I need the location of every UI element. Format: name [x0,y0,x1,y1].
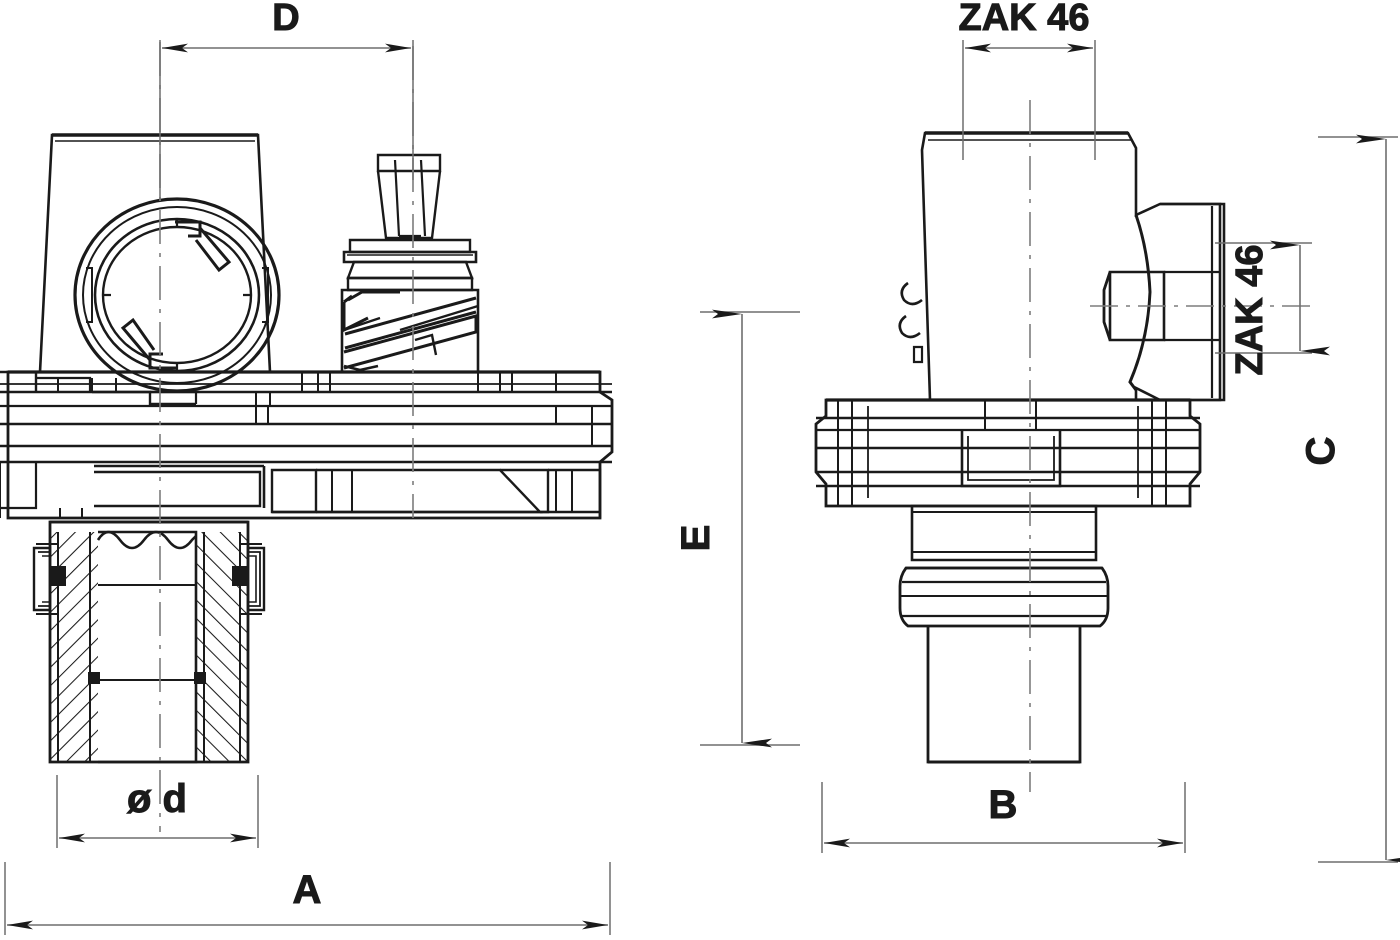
dimension-label-E: E [674,525,718,552]
dimension-D: D [159,0,414,200]
dimension-layer: D ZAK 46 ZAK 46 C E [4,0,1400,935]
dimension-A: A [4,862,611,935]
seal-gland-right [232,543,266,615]
dimension-B: B [821,782,1186,853]
dimension-label-C: C [1299,437,1343,466]
dimension-label-B: B [989,783,1018,827]
dimension-label-zak46-top: ZAK 46 [959,0,1090,39]
bonnet-housing [898,131,1226,402]
dimension-C: C [1299,134,1400,865]
dimension-od: ø d [56,775,259,848]
seal-gland-left [32,543,66,615]
side-flange-block [814,398,1202,508]
dimension-label-od: ø d [127,777,187,821]
dimension-E: E [674,309,800,748]
dimension-label-A: A [293,868,322,912]
side-outlet-spigot [898,504,1110,764]
side-view [814,100,1310,792]
outlet-spigot-section [32,520,266,764]
main-body-flange [0,370,614,520]
dimension-label-D: D [272,0,299,39]
dimension-label-zak46-side: ZAK 46 [1229,245,1271,376]
clamp-ring-assembly [73,197,281,393]
dimension-zak46-top: ZAK 46 [958,0,1096,160]
valve-spindle-spring-assembly [340,153,480,374]
dimension-zak46-side: ZAK 46 [1215,240,1330,376]
front-section-view [0,42,614,832]
